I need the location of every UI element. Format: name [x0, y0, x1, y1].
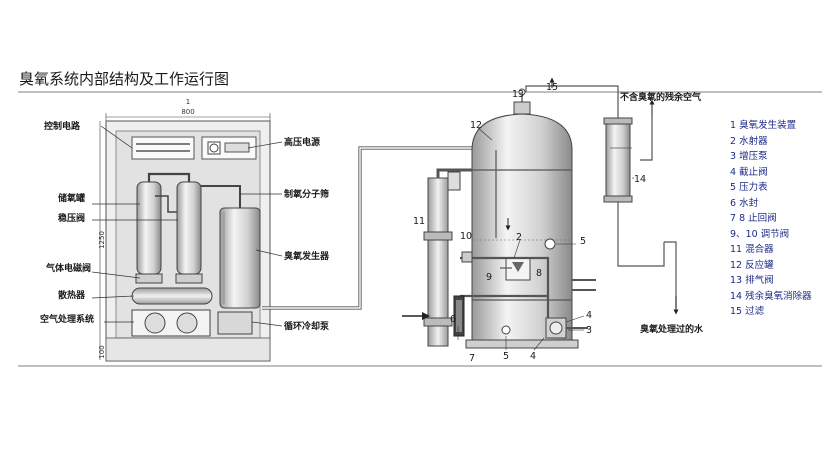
num-5b: 5	[503, 351, 509, 362]
label-top-note: 不含臭氧的残余空气	[620, 91, 701, 103]
num-8: 8	[536, 268, 542, 279]
cabinet-right-leaders	[240, 141, 283, 327]
legend-item: 12 反应罐	[730, 259, 774, 271]
num-6: 6	[450, 314, 456, 325]
num-3: 3	[586, 325, 592, 336]
mixer-column	[402, 168, 473, 347]
residual-ozone-eliminator	[525, 77, 679, 315]
label-radiator: 散热器	[58, 289, 86, 301]
num-10: 10	[460, 231, 472, 242]
page-title: 臭氧系统内部结构及工作运行图	[19, 70, 230, 88]
label-ozone-generator: 臭氧发生器	[284, 250, 330, 262]
cabinet-left-leaders	[91, 125, 178, 323]
dim-base: 100	[98, 345, 106, 358]
legend-list: 1 臭氧发生装置 2 水射器 3 增压泵 4 截止阀 5 压力表 6 水封 7 …	[730, 118, 812, 320]
dim-index: 1	[186, 98, 190, 106]
label-gas-solenoid: 气体电磁阀	[45, 262, 91, 274]
label-air-treatment: 空气处理系统	[40, 313, 94, 325]
legend-item: 2 水射器	[730, 135, 768, 147]
dim-width: 800	[181, 108, 194, 116]
label-cooling-pump: 循环冷却泵	[284, 320, 330, 332]
label-hv-power: 高压电源	[284, 136, 320, 148]
legend-item: 13 排气阀	[730, 275, 774, 286]
label-pressure-valve: 稳压阀	[58, 212, 85, 224]
label-control-circuit: 控制电路	[44, 120, 81, 132]
label-bottom-note: 臭氧处理过的水	[640, 323, 704, 335]
num-4b: 4	[530, 351, 536, 362]
generator-cabinet: 1 800 1250 100	[98, 98, 271, 362]
num-5a: 5	[580, 236, 586, 247]
legend-item: 3 增压泵	[730, 151, 768, 162]
num-14: 14	[634, 174, 646, 185]
legend-item: 14 残余臭氧消除器	[730, 290, 812, 302]
legend-item: 9、10 调节阀	[730, 228, 790, 240]
legend-item: 1 臭氧发生装置	[730, 120, 797, 131]
num-2: 2	[516, 232, 522, 243]
legend-item: 11 混合器	[730, 244, 774, 255]
legend-item: 5 压力表	[730, 182, 768, 193]
legend-item: 7 8 止回阀	[730, 213, 777, 224]
ozone-pipe	[262, 146, 510, 310]
reaction-tank	[460, 88, 596, 349]
legend-item: 15 过滤	[730, 306, 765, 317]
num-7: 7	[469, 353, 475, 364]
dim-height: 1250	[98, 231, 106, 249]
num-15: 15	[546, 82, 558, 93]
legend-item: 6 水封	[730, 197, 759, 209]
num-12: 12	[470, 120, 482, 131]
legend-item: 4 截止阀	[730, 166, 768, 178]
num-13: 13	[512, 89, 524, 100]
number-leaders	[457, 127, 634, 351]
label-oxygen-tank: 储氧罐	[58, 192, 85, 204]
num-4a: 4	[586, 310, 592, 321]
num-9: 9	[486, 272, 492, 283]
num-11: 11	[413, 216, 425, 227]
label-sieve: 制氧分子筛	[284, 188, 329, 200]
